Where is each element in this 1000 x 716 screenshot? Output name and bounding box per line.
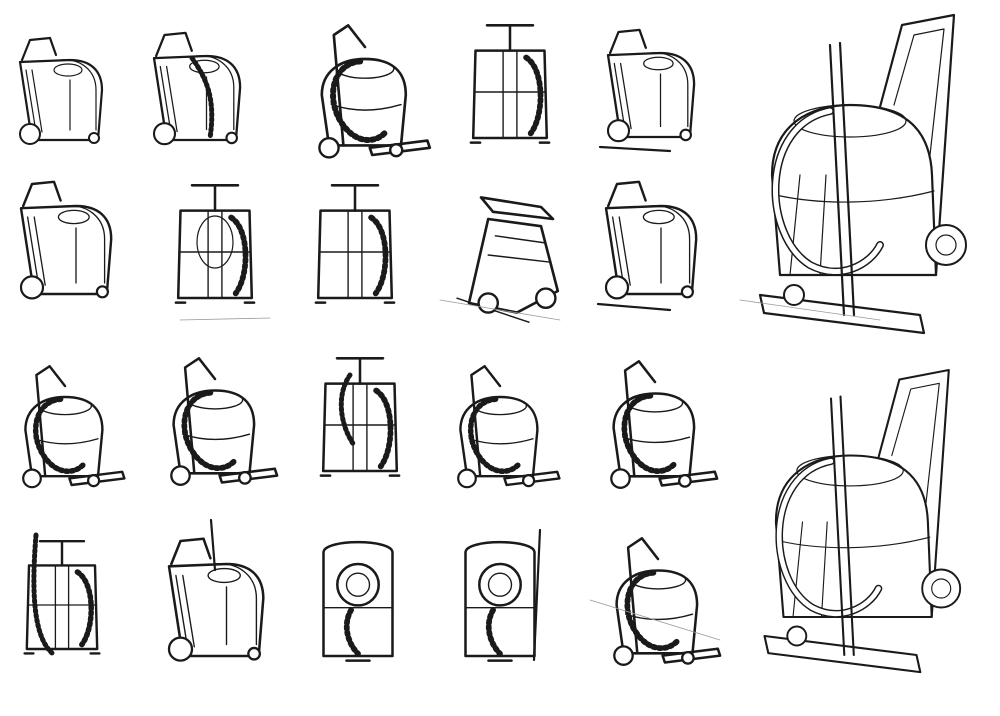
construction-lines bbox=[179, 299, 881, 641]
sketch-r1c3 bbox=[319, 25, 429, 157]
sketch-r2c1 bbox=[19, 180, 113, 300]
sketch-r2c5 bbox=[596, 180, 698, 312]
sketch-r2c3 bbox=[316, 185, 394, 302]
sketch-r3c5 bbox=[611, 361, 717, 488]
sketch-r3c3 bbox=[321, 358, 399, 475]
sketch-hero-top bbox=[760, 15, 966, 333]
sketch-r4c2 bbox=[167, 518, 265, 662]
sketch-r1c2 bbox=[152, 31, 242, 146]
sketch-r3c2 bbox=[171, 358, 277, 485]
sketch-r1c4 bbox=[471, 25, 549, 142]
sketch-r1c5 bbox=[598, 28, 696, 153]
sketch-r3c1 bbox=[23, 366, 124, 487]
sketch-r3c4 bbox=[458, 366, 559, 487]
sketch-r2c4 bbox=[455, 196, 560, 324]
sketch-r1c1 bbox=[18, 36, 104, 146]
sketch-r4c4 bbox=[466, 528, 542, 661]
sketch-r4c5 bbox=[614, 538, 720, 665]
sketch-hero-bottom bbox=[765, 370, 961, 672]
sketch-r4c3 bbox=[324, 542, 393, 660]
sketch-r2c2 bbox=[176, 185, 254, 302]
sketch-r4c1 bbox=[25, 532, 100, 653]
